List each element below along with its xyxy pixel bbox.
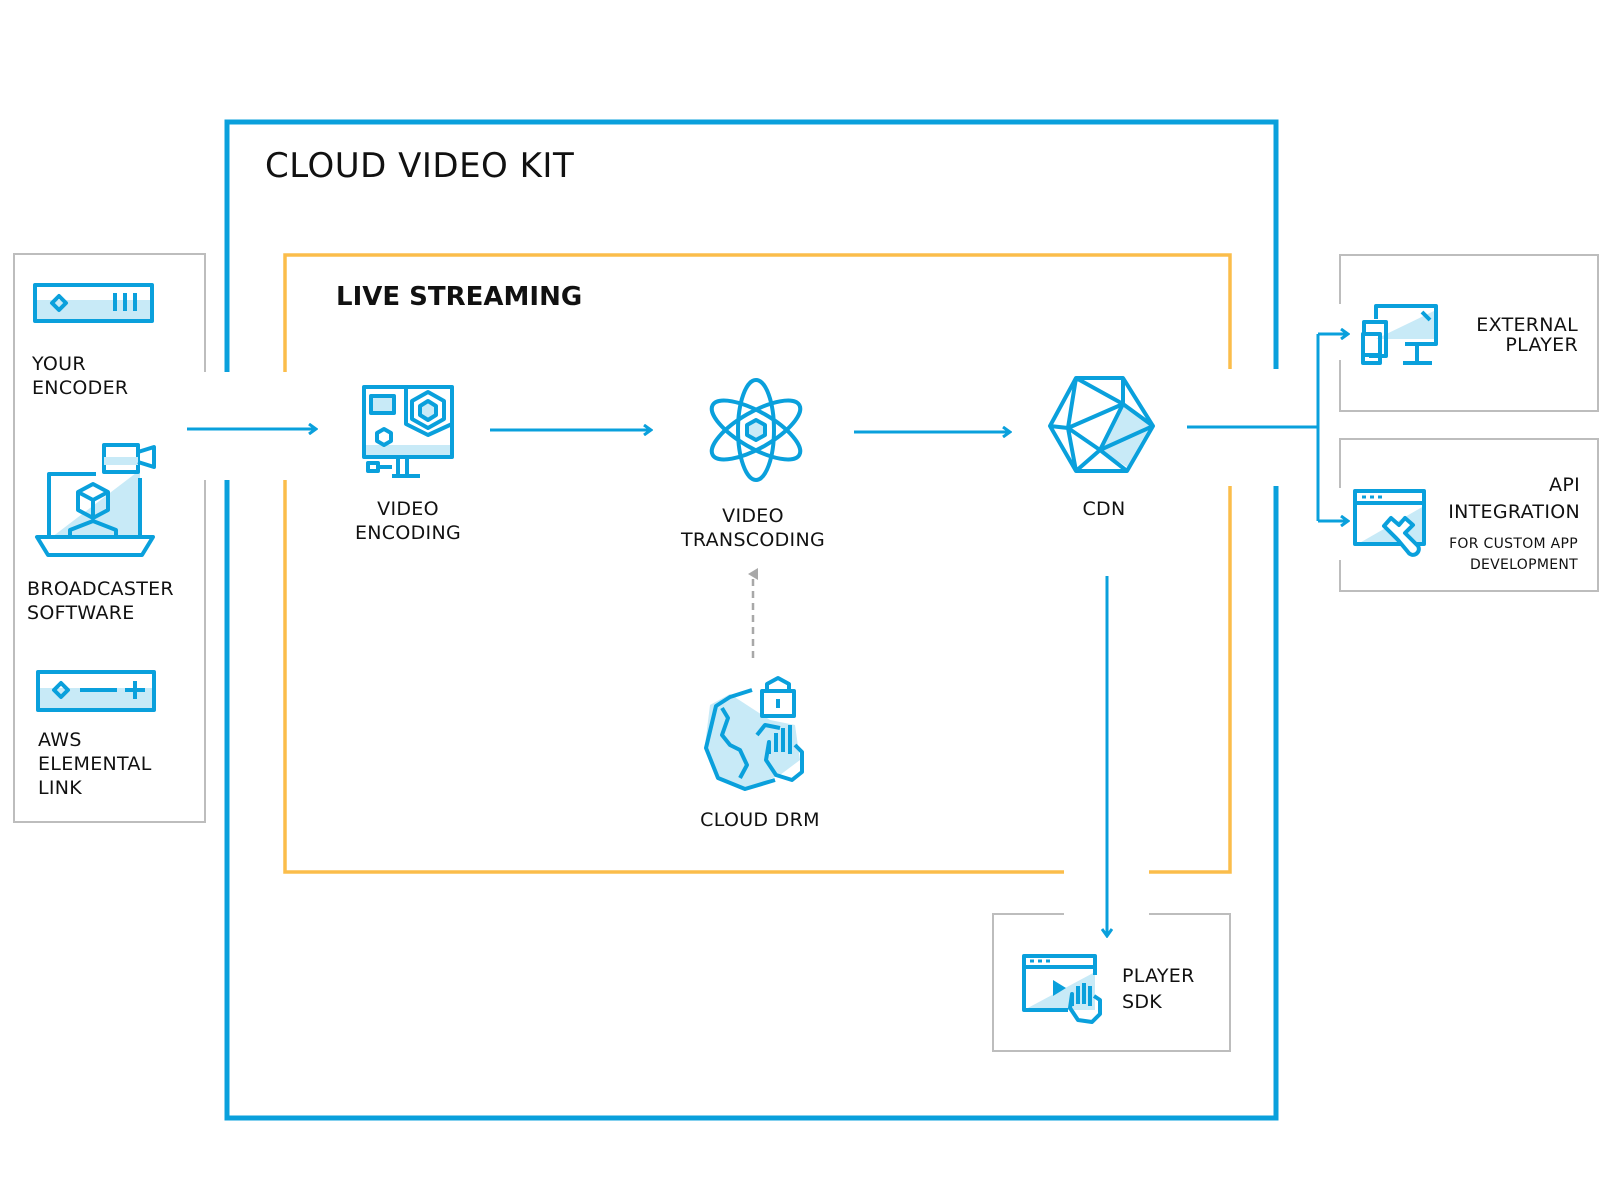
cloud-video-kit-box bbox=[224, 119, 1279, 1121]
label-line: YOUR bbox=[32, 353, 86, 375]
label-line: PLAYER bbox=[1122, 965, 1195, 987]
label-line: CDN bbox=[1082, 498, 1126, 520]
label-line: ENCODING bbox=[354, 522, 462, 544]
label-line: PLAYER bbox=[1505, 334, 1578, 356]
broadcaster-laptop-icon bbox=[35, 443, 156, 557]
your-encoder-label: YOUR ENCODER bbox=[32, 352, 128, 400]
label-line: API bbox=[1549, 474, 1580, 496]
label-line: VIDEO bbox=[377, 498, 439, 520]
aws-elemental-link-label: AWS ELEMENTAL LINK bbox=[38, 728, 152, 800]
api-browser-wrench-icon bbox=[1353, 489, 1426, 557]
broadcaster-software-label: BROADCASTER SOFTWARE bbox=[27, 577, 174, 625]
label-line: SDK bbox=[1122, 991, 1163, 1013]
cloud-drm-globe-lock-icon bbox=[704, 676, 804, 791]
api-integration-box bbox=[1339, 438, 1599, 592]
cdn-label: CDN bbox=[1082, 497, 1125, 521]
external-player-box bbox=[1339, 254, 1599, 412]
cdn-polyhedron-icon bbox=[1048, 376, 1155, 473]
cloud-drm-label: CLOUD DRM bbox=[700, 808, 820, 832]
player-sdk-box bbox=[992, 913, 1231, 1052]
video-transcoding-label: VIDEO TRANSCODING bbox=[681, 504, 825, 552]
live-streaming-box bbox=[283, 253, 1232, 874]
label-line: SOFTWARE bbox=[27, 602, 135, 624]
label-line: BROADCASTER bbox=[27, 578, 174, 600]
player-sdk-label: PLAYER SDK bbox=[1122, 963, 1195, 1015]
video-encoding-label: VIDEO ENCODING bbox=[355, 497, 461, 545]
label-line: INTEGRATION bbox=[1448, 501, 1580, 523]
label-line: AWS bbox=[38, 729, 82, 751]
connector-cdn-to-outputs bbox=[1187, 334, 1320, 521]
label-line: LINK bbox=[38, 777, 83, 799]
cloud-video-kit-title: CLOUD VIDEO KIT bbox=[265, 146, 575, 186]
label-line: VIDEO bbox=[722, 505, 784, 527]
label-line: TRANSCODING bbox=[680, 529, 826, 551]
label-line: ENCODER bbox=[32, 377, 129, 399]
sources-box bbox=[13, 253, 206, 823]
external-player-label: EXTERNAL PLAYER bbox=[1476, 315, 1578, 355]
live-streaming-title: LIVE STREAMING bbox=[336, 282, 583, 312]
video-transcoding-atom-icon bbox=[709, 378, 803, 482]
elemental-link-device-icon bbox=[36, 670, 156, 712]
label-line: EXTERNAL bbox=[1476, 314, 1578, 336]
label-line: ELEMENTAL bbox=[38, 753, 152, 775]
player-sdk-browser-icon bbox=[1022, 954, 1102, 1024]
note-line: FOR CUSTOM APP bbox=[1449, 536, 1578, 552]
label-line: CLOUD DRM bbox=[700, 809, 820, 831]
api-integration-note: FOR CUSTOM APP DEVELOPMENT bbox=[1449, 534, 1578, 576]
note-line: DEVELOPMENT bbox=[1469, 557, 1578, 573]
encoder-device-icon bbox=[33, 283, 154, 323]
api-integration-label: API INTEGRATION bbox=[1448, 472, 1580, 526]
external-player-devices-icon bbox=[1361, 304, 1438, 365]
video-encoding-camera-icon bbox=[362, 385, 454, 478]
